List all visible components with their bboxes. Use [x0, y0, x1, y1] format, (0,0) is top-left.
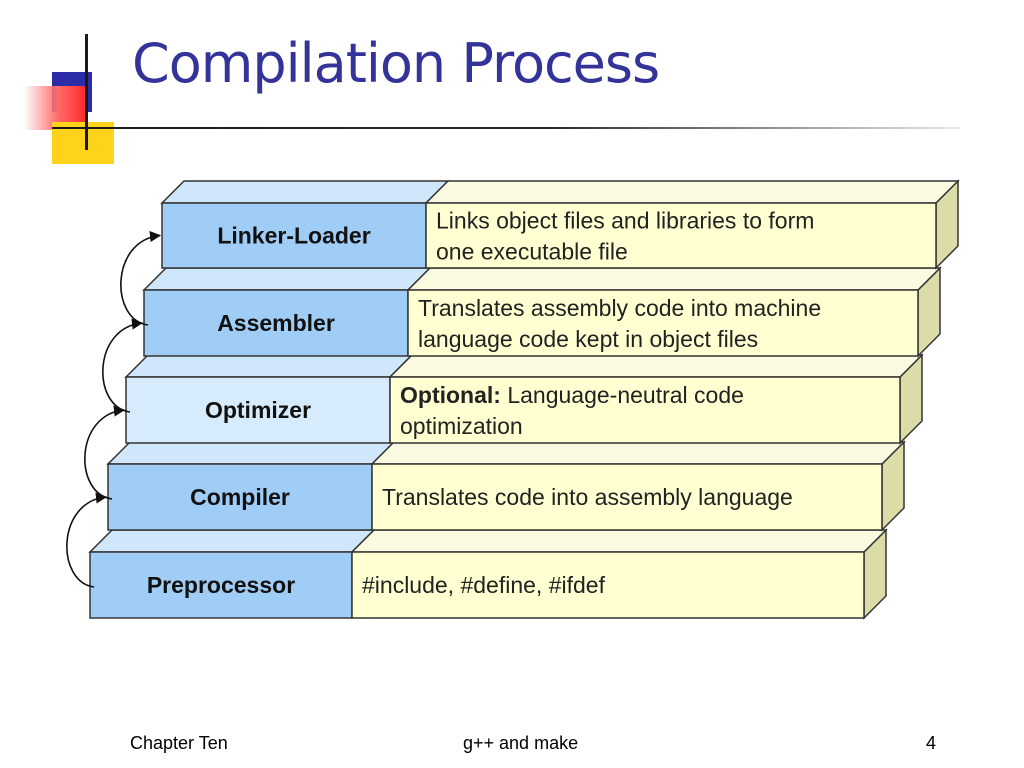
stage-description-line: #include, #define, #ifdef [362, 572, 606, 598]
title-underline [52, 127, 960, 129]
page-title: Compilation Process [132, 32, 660, 95]
flow-arrow [120, 230, 162, 326]
stage-label-box [107, 463, 373, 531]
stage-description-line: Optional: Language-neutral code [400, 382, 744, 408]
stage-label-box [143, 289, 409, 357]
stage-desc-box [371, 463, 883, 531]
stage-name: Assembler [217, 310, 335, 336]
stage-description-line: Translates code into assembly language [382, 484, 793, 510]
footer-page-number: 4 [926, 733, 937, 753]
stage-assembler: Assembler Translates assembly code into m… [142, 266, 942, 358]
stage-label-box [89, 551, 353, 619]
stages-layer: Preprocessor #include, #define, #ifdef Com… [88, 179, 960, 620]
stage-top-face-desc [350, 529, 888, 553]
stage-label-box [125, 376, 391, 444]
decor-vertical-line [85, 34, 88, 150]
stage-name: Linker-Loader [217, 223, 370, 249]
stage-top-face-label [124, 354, 414, 378]
stage-description-line: optimization [400, 413, 523, 439]
decor-yellow-square [52, 122, 114, 164]
stage-description-line: one executable file [436, 239, 628, 265]
stage-top-face-label [160, 180, 450, 204]
stage-description-line: language code kept in object files [418, 326, 758, 352]
footer-topic: g++ and make [463, 733, 579, 753]
stage-name: Preprocessor [147, 572, 295, 598]
stage-name: Optimizer [205, 397, 311, 423]
stage-description-line: Links object files and libraries to form [436, 208, 814, 234]
stage-description-rest: Language-neutral code [501, 382, 744, 408]
stage-name: Compiler [190, 484, 290, 510]
stage-desc-box [425, 202, 937, 269]
footer-chapter: Chapter Ten [130, 733, 228, 753]
flow-arrow [66, 492, 108, 588]
stage-compiler: Compiler Translates code into assembly la… [106, 440, 906, 532]
stage-description-line: Translates assembly code into machine [418, 295, 821, 321]
stage-desc-box [389, 376, 901, 444]
stage-desc-box [407, 289, 919, 357]
stage-preprocessor: Preprocessor #include, #define, #ifdef [88, 528, 888, 620]
flow-arrow [84, 405, 126, 500]
stage-top-face-desc [424, 180, 960, 204]
arrows-layer [66, 230, 162, 588]
stage-top-face-desc [406, 267, 942, 291]
flow-arrow [102, 318, 144, 413]
stage-description-bold: Optional: [400, 382, 501, 408]
stage-top-face-desc [388, 354, 924, 378]
stage-desc-box [351, 551, 865, 619]
stage-top-face-label [142, 267, 432, 291]
stage-top-face-label [106, 441, 396, 465]
stage-top-face-desc [370, 441, 906, 465]
stage-linker-loader: Linker-Loader Links object files and libr… [160, 179, 960, 270]
stage-optimizer: Optimizer Optional: Language-neutral code… [124, 353, 924, 445]
stage-top-face-label [88, 529, 376, 553]
